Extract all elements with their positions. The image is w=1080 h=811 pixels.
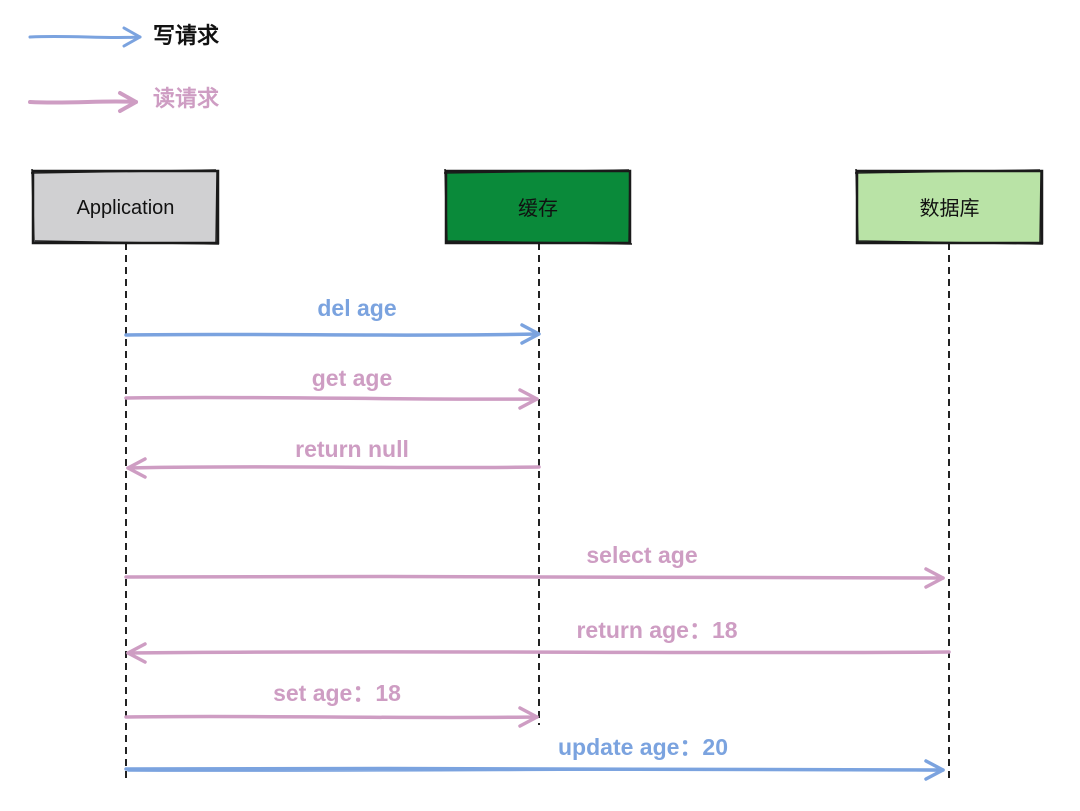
message-label: return null (295, 436, 409, 462)
participant-database: 数据库 (854, 168, 1044, 245)
legend-item-read: 读请求 (28, 86, 219, 113)
cache-label: 缓存 (518, 197, 558, 220)
message-arrow-line (126, 650, 951, 655)
legend-read-arrow (28, 99, 138, 105)
message-arrow-line (124, 714, 539, 720)
message-arrow-line-sketch (127, 769, 941, 772)
legend-read-arrowhead (118, 91, 138, 113)
message-arrowhead (924, 759, 945, 781)
legend-write-arrow (28, 34, 142, 40)
message-return-null: return null (126, 436, 541, 479)
message-select-age: select age (124, 542, 945, 589)
message-arrow-line (126, 465, 541, 470)
message-label: update age：20 (558, 734, 728, 760)
participant-cache: 缓存 (443, 168, 633, 245)
message-set-age: set age：18 (124, 680, 539, 728)
legend-write-label: 写请求 (153, 23, 219, 49)
cache-box-sketch (443, 168, 633, 245)
message-label: set age：18 (273, 680, 401, 706)
legend: 写请求 读请求 (28, 23, 219, 113)
message-arrowhead (924, 567, 945, 589)
message-arrowhead (126, 457, 147, 479)
message-arrowhead (518, 388, 539, 410)
legend-read-label: 读请求 (153, 86, 219, 112)
message-label: get age (312, 365, 393, 391)
application-box (31, 169, 220, 245)
legend-item-write: 写请求 (28, 23, 219, 49)
message-update-age: update age：20 (124, 734, 945, 781)
message-get-age: get age (124, 365, 539, 410)
application-box-sketch (30, 168, 220, 245)
message-arrow-line (124, 395, 539, 401)
message-arrowhead (520, 323, 541, 345)
message-arrowhead (126, 642, 147, 664)
message-label: return age：18 (576, 617, 737, 643)
message-del-age: del age (124, 295, 541, 345)
message-return-age: return age：18 (126, 617, 951, 664)
message-label: select age (586, 542, 697, 568)
lifelines (125, 243, 950, 780)
participant-application: Application (30, 168, 220, 245)
message-label: del age (317, 295, 396, 321)
message-arrowhead (518, 706, 539, 728)
legend-write-arrowhead (122, 26, 142, 48)
message-arrow-line (124, 574, 945, 580)
messages: del age get age return null select age r… (124, 295, 951, 781)
application-label: Application (77, 197, 175, 219)
message-arrow-line (124, 332, 540, 337)
database-box-sketch (854, 168, 1044, 245)
database-label: 数据库 (920, 197, 980, 220)
